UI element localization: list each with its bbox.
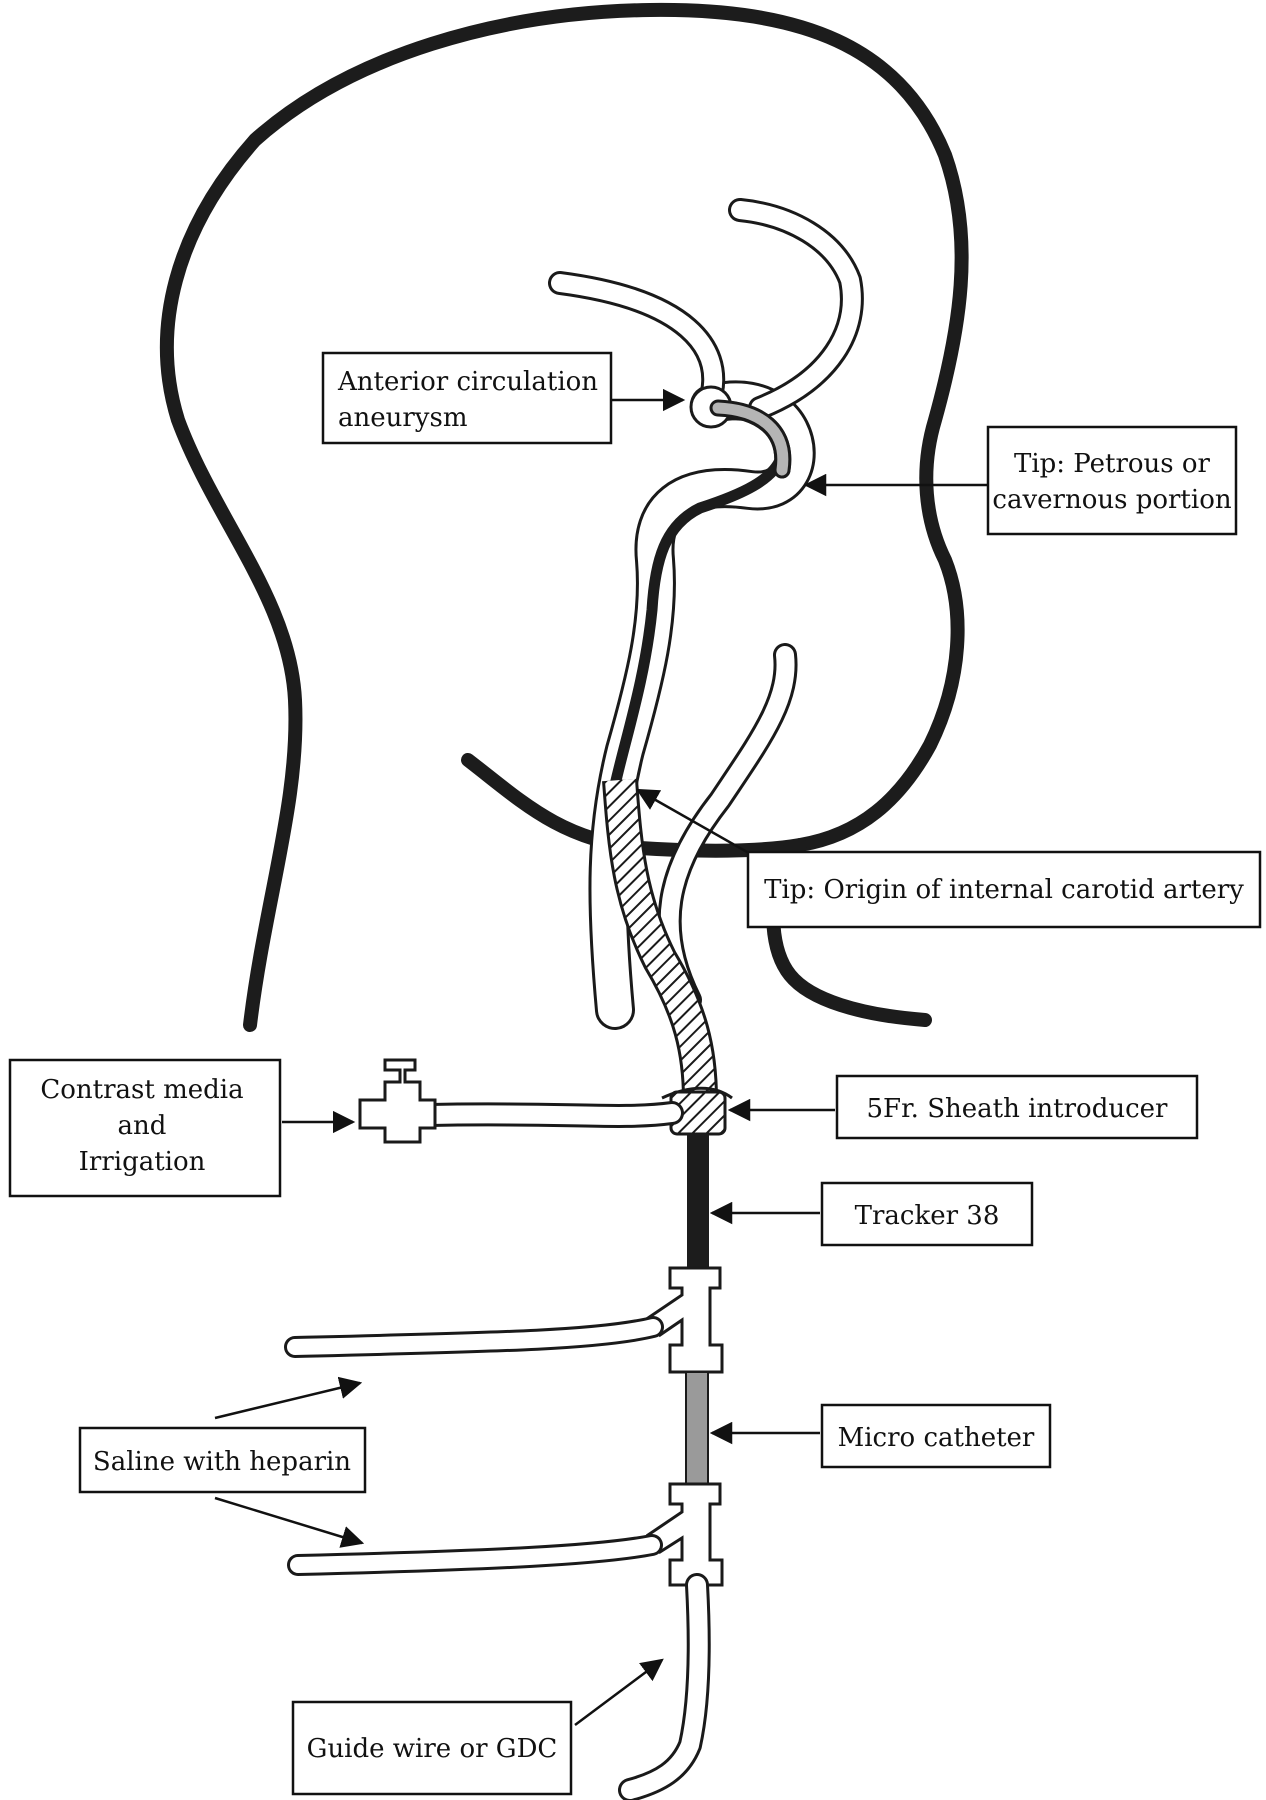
saline-tubing-lower-fill [290, 1537, 660, 1573]
label-tracker: Tracker 38 [820, 1181, 1034, 1247]
contrast-stopcock [358, 1058, 437, 1144]
label-sheath-line-1: 5Fr. Sheath introducer [867, 1094, 1169, 1124]
cerebral-branch-left-fill [551, 274, 723, 401]
guiding-catheter-hatch [605, 778, 715, 1101]
y-connector-lower [645, 1482, 724, 1587]
tracker-38-shaft [687, 1134, 709, 1269]
arrow-guide-wire [574, 1658, 664, 1727]
label-saline: Saline with heparin [78, 1426, 367, 1494]
y-connector-upper [645, 1266, 724, 1374]
sheath-suture [661, 1086, 733, 1100]
arrow-saline-lower [214, 1496, 365, 1548]
micro-catheter-shaft [685, 1371, 709, 1485]
contrast-tubing-fill [421, 1104, 681, 1125]
catheter-tip-overlay-fill [712, 402, 789, 476]
arrow-saline-upper [214, 1376, 363, 1420]
label-guide-line-1: Guide wire or GDC [307, 1734, 558, 1764]
label-petrous-line-2: cavernous portion [992, 485, 1231, 515]
label-aneurysm: Anterior circulation aneurysm [321, 351, 613, 445]
label-contrast-line-2: and [118, 1111, 167, 1141]
label-sheath: 5Fr. Sheath introducer [835, 1074, 1199, 1140]
label-petrous: Tip: Petrous or cavernous portion [986, 425, 1238, 536]
saline-tubing-upper-fill [287, 1319, 661, 1355]
label-guide: Guide wire or GDC [291, 1700, 573, 1796]
guide-wire-tubing-fill [621, 1576, 708, 1799]
label-aneurysm-line-1: Anterior circulation [337, 367, 598, 397]
label-saline-line-1: Saline with heparin [93, 1447, 351, 1477]
label-contrast: Contrast media and Irrigation [8, 1058, 282, 1198]
label-micro-line-1: Micro catheter [838, 1423, 1035, 1453]
head-outline [159, 2, 969, 1032]
label-tracker-line-1: Tracker 38 [855, 1201, 1000, 1231]
label-aneurysm-line-2: aneurysm [338, 403, 468, 433]
label-ica-origin: Tip: Origin of internal carotid artery [746, 850, 1262, 929]
cerebral-branch-right-fill [731, 201, 861, 417]
label-micro: Micro catheter [820, 1403, 1052, 1469]
label-contrast-line-1: Contrast media [40, 1075, 243, 1105]
microcatheter-in-artery [609, 449, 788, 791]
label-ica-origin-line-1: Tip: Origin of internal carotid artery [764, 875, 1244, 905]
label-petrous-line-1: Tip: Petrous or [1014, 449, 1211, 479]
cerebral-branch-right-outline [728, 198, 864, 420]
label-contrast-line-3: Irrigation [79, 1147, 206, 1177]
